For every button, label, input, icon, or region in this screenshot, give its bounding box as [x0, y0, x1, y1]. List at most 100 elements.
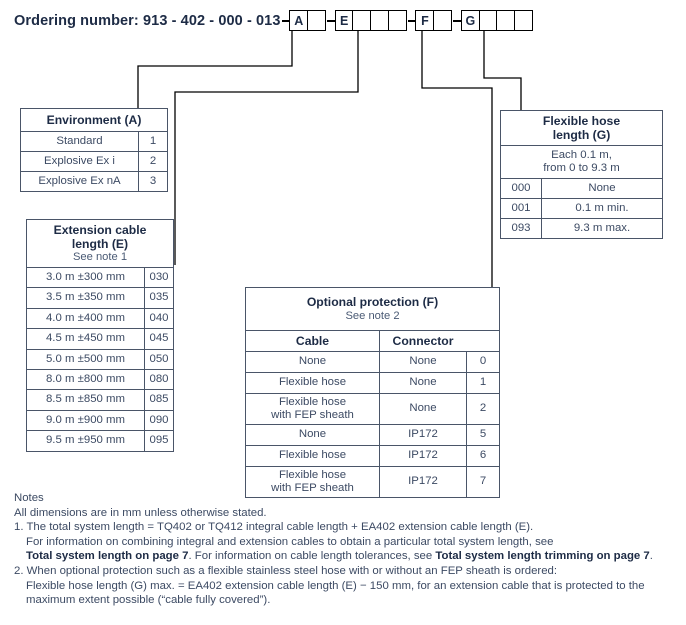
code-group-f[interactable]: F: [415, 10, 453, 31]
note-1-line-2: For information on combining integral an…: [26, 535, 554, 548]
extension-label: 4.5 m ±450 mm: [45, 332, 126, 345]
table-row[interactable]: Flexible hose with FEP sheath IP172 7: [246, 466, 499, 497]
optional-code: 5: [466, 425, 499, 445]
extension-title-line2: length (E): [71, 236, 129, 251]
extension-label: 5.0 m ±500 mm: [45, 352, 126, 365]
flexhose-code: 001: [511, 201, 531, 214]
optional-cable: Flexible hose: [278, 376, 347, 389]
extension-code: 085: [144, 390, 173, 410]
table-row[interactable]: 3.5 m ±350 mm 035: [27, 287, 173, 308]
ref-total-system-length-trimming: Total system length trimming on page 7: [435, 550, 650, 563]
extension-label: 8.0 m ±800 mm: [45, 372, 126, 385]
extension-code: 040: [144, 308, 173, 329]
optional-subtitle: See note 2: [345, 309, 400, 322]
code-input-e-1[interactable]: [352, 10, 372, 31]
flexhose-code: 093: [511, 221, 531, 234]
notes-general: All dimensions are in mm unless otherwis…: [14, 506, 267, 519]
table-row[interactable]: 8.5 m ±850 mm 085: [27, 389, 173, 410]
table-row[interactable]: 5.0 m ±500 mm 050: [27, 348, 173, 369]
extension-code: 080: [144, 369, 173, 390]
code-group-a[interactable]: A: [289, 10, 326, 31]
code-input-a-1[interactable]: [306, 10, 326, 31]
table-row[interactable]: Flexible hose None 1: [246, 372, 499, 393]
optional-cable: None: [298, 355, 327, 368]
flexhose-title-block: Flexible hose length (G): [501, 111, 662, 145]
table-row[interactable]: Flexible hose with FEP sheath None 2: [246, 393, 499, 424]
code-letter-g: G: [460, 10, 480, 31]
extension-code: 090: [144, 410, 173, 431]
note-2-line-2: Flexible hose length (G) max. = EA402 ex…: [26, 579, 645, 592]
code-input-f-1[interactable]: [433, 10, 453, 31]
extension-title-line1: Extension cable: [53, 222, 147, 237]
optional-code: 6: [466, 446, 499, 466]
code-group-g[interactable]: G: [460, 10, 533, 31]
optional-cable: Flexible hose: [278, 395, 347, 408]
flexhose-label: 9.3 m max.: [541, 219, 662, 238]
table-row[interactable]: None None 0: [246, 351, 499, 372]
optional-connector: IP172: [379, 446, 466, 466]
flexhose-code: 000: [511, 181, 531, 194]
column-header-connector: Connector: [379, 331, 466, 351]
optional-cable: Flexible hose: [278, 449, 347, 462]
optional-cable: None: [298, 428, 327, 441]
extension-code: 095: [144, 431, 173, 451]
table-row[interactable]: 000 None: [501, 178, 662, 198]
code-input-e-2[interactable]: [370, 10, 390, 31]
environment-code: 2: [138, 152, 167, 171]
code-input-g-3[interactable]: [513, 10, 533, 31]
optional-connector: None: [379, 352, 466, 372]
environment-code: 3: [138, 172, 167, 191]
extension-label: 4.0 m ±400 mm: [45, 311, 126, 324]
note-1-line-3: Total system length on page 7. For infor…: [14, 549, 674, 564]
optional-cable-block: Flexible hose with FEP sheath: [246, 467, 379, 497]
code-input-e-3[interactable]: [387, 10, 407, 31]
optional-connector: IP172: [379, 467, 466, 497]
table-row[interactable]: Explosive Ex nA 3: [21, 171, 167, 191]
flexible-hose-table: Flexible hose length (G) Each 0.1 m, fro…: [500, 110, 663, 239]
extension-subtitle: See note 1: [72, 251, 128, 264]
optional-connector: IP172: [379, 425, 466, 445]
flexhose-range-line2: from 0 to 9.3 m: [543, 162, 620, 174]
table-header-row: Environment (A): [21, 109, 167, 131]
table-row[interactable]: 001 0.1 m min.: [501, 198, 662, 218]
extension-label: 3.0 m ±300 mm: [45, 270, 126, 283]
table-row[interactable]: Flexible hose IP172 6: [246, 445, 499, 466]
table-row[interactable]: 4.0 m ±400 mm 040: [27, 307, 173, 329]
note-2-line-1: 2. When optional protection such as a fl…: [14, 564, 558, 577]
table-row[interactable]: 4.5 m ±450 mm 045: [27, 328, 173, 349]
optional-code: 1: [466, 373, 499, 393]
optional-title: Optional protection (F): [306, 295, 439, 310]
extension-label: 8.5 m ±850 mm: [45, 393, 126, 406]
table-row[interactable]: 3.0 m ±300 mm 030: [27, 267, 173, 288]
table-row[interactable]: Explosive Ex i 2: [21, 151, 167, 171]
environment-table: Environment (A) Standard 1 Explosive Ex …: [20, 108, 168, 192]
table-header-row: Optional protection (F) See note 2: [246, 288, 499, 330]
note-1-line-1: 1. The total system length = TQ402 or TQ…: [14, 521, 534, 534]
flexhose-label: None: [541, 179, 662, 198]
extension-code: 035: [144, 288, 173, 308]
code-input-g-1[interactable]: [478, 10, 498, 31]
ordering-number-row: Ordering number: 913 - 402 - 000 - 013 A…: [14, 10, 533, 31]
optional-connector: None: [379, 373, 466, 393]
code-input-g-2[interactable]: [496, 10, 516, 31]
table-row[interactable]: 093 9.3 m max.: [501, 218, 662, 238]
table-row[interactable]: 9.0 m ±900 mm 090: [27, 409, 173, 431]
code-letter-f: F: [415, 10, 435, 31]
optional-title-block: Optional protection (F) See note 2: [246, 288, 499, 330]
extension-code: 030: [144, 268, 173, 288]
environment-label: Explosive Ex i: [44, 154, 115, 167]
note-2-line-3: maximum extent possible (“cable fully co…: [26, 594, 271, 607]
code-group-e[interactable]: E: [334, 10, 407, 31]
extension-label: 3.5 m ±350 mm: [45, 291, 126, 304]
environment-label: Standard: [56, 134, 103, 147]
extension-code: 050: [144, 349, 173, 369]
extension-code: 045: [144, 329, 173, 349]
table-row[interactable]: 9.5 m ±950 mm 095: [27, 430, 173, 451]
extension-title-block: Extension cable length (E) See note 1: [27, 220, 173, 267]
table-row[interactable]: None IP172 5: [246, 424, 499, 445]
table-row[interactable]: Standard 1: [21, 131, 167, 151]
separator-dash: [453, 19, 462, 22]
flexhose-range-block: Each 0.1 m, from 0 to 9.3 m: [501, 146, 662, 178]
table-row[interactable]: 8.0 m ±800 mm 080: [27, 368, 173, 390]
optional-cable-block: Flexible hose with FEP sheath: [246, 394, 379, 424]
